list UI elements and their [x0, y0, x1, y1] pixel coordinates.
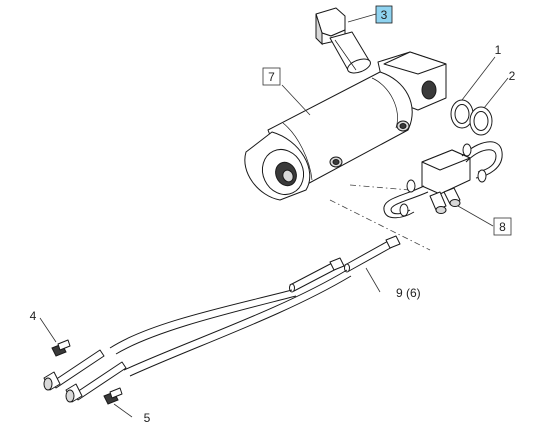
- callout-8[interactable]: 8: [493, 217, 512, 236]
- part-bolt-upper[interactable]: [43, 349, 105, 391]
- callout-5[interactable]: 5: [144, 411, 151, 425]
- leader-lines: [39, 13, 509, 418]
- part-5-nut[interactable]: [103, 387, 123, 405]
- svg-text:4: 4: [30, 309, 37, 323]
- part-9-hose-pair[interactable]: [109, 235, 401, 377]
- part-8-valve-assembly[interactable]: [383, 141, 503, 219]
- svg-text:3: 3: [381, 8, 388, 22]
- part-7-cylinder[interactable]: [244, 51, 447, 201]
- part-3-pin[interactable]: [315, 7, 372, 76]
- svg-text:2: 2: [509, 69, 516, 83]
- callout-9[interactable]: 9 (6): [396, 286, 421, 300]
- svg-text:5: 5: [144, 411, 151, 425]
- callout-1[interactable]: 1: [495, 43, 502, 57]
- part-1-ring[interactable]: [450, 99, 474, 129]
- svg-text:8: 8: [499, 220, 506, 234]
- part-2-ring[interactable]: [469, 106, 493, 136]
- svg-text:9 (6): 9 (6): [396, 286, 421, 300]
- callout-4[interactable]: 4: [30, 309, 37, 323]
- centerline-lower: [329, 199, 431, 251]
- callout-2[interactable]: 2: [509, 69, 516, 83]
- centerline-upper: [349, 184, 411, 191]
- part-bolt-lower[interactable]: [65, 361, 127, 403]
- callout-3[interactable]: 3: [375, 5, 393, 24]
- callout-7[interactable]: 7: [262, 67, 281, 86]
- part-4-nut[interactable]: [51, 339, 71, 357]
- svg-text:1: 1: [495, 43, 502, 57]
- svg-text:7: 7: [268, 70, 275, 84]
